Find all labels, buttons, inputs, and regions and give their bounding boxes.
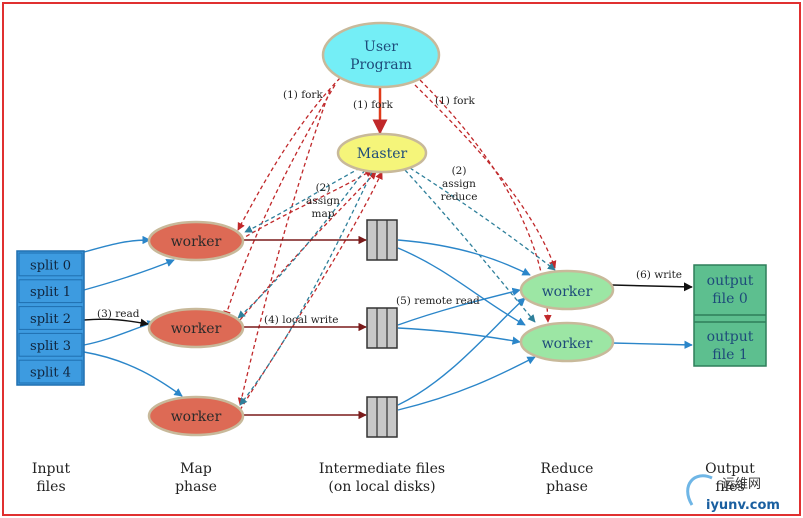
watermark-domain: iyunv.com — [706, 498, 780, 513]
input-split-label: split 3 — [30, 339, 71, 354]
assign-reduce-label-3: reduce — [441, 191, 478, 203]
phase-intermediate-2: (on local disks) — [328, 479, 435, 495]
watermark-logo-icon — [686, 474, 713, 506]
fork-label-left: (1) fork — [283, 89, 323, 101]
phase-map-1: Map — [180, 461, 212, 477]
master-label: Master — [357, 146, 408, 162]
map-worker-2: worker — [147, 307, 245, 349]
user-program-label-2: Program — [350, 57, 412, 73]
write-label: (6) write — [636, 269, 682, 281]
output-file-1-label-1: output — [707, 329, 754, 345]
map-worker-3: worker — [147, 395, 245, 437]
write-arrow-file1 — [611, 340, 693, 350]
assign-map-label-2: assign — [306, 195, 340, 207]
intermediate-disk-3 — [366, 396, 398, 438]
output-file-0-label-1: output — [707, 273, 754, 289]
intermediate-disk-1 — [366, 219, 398, 261]
remote-read-label: (5) remote read — [396, 295, 480, 307]
input-split-3 — [18, 332, 83, 357]
phase-input-1: Input — [32, 461, 71, 477]
input-split-4 — [18, 359, 83, 384]
write-arrow — [611, 282, 693, 292]
output-file-1-label-2: file 1 — [712, 347, 747, 363]
assign-map-label-3: map — [312, 208, 335, 220]
input-split-1 — [18, 279, 83, 304]
input-split-label: split 0 — [30, 258, 71, 273]
assign-arrows — [237, 167, 556, 406]
watermark: 运维网 iyunv.com — [686, 474, 780, 513]
local-write-arrows — [243, 235, 367, 420]
map-worker-label: worker — [171, 234, 222, 250]
map-worker-1: worker — [147, 220, 245, 262]
user-program-label-1: User — [364, 39, 398, 55]
remote-read-arrows — [397, 239, 536, 411]
assign-reduce-label-1: (2) — [452, 165, 467, 177]
reduce-worker-label: worker — [542, 336, 593, 352]
phase-reduce-1: Reduce — [541, 461, 594, 477]
input-split-label: split 1 — [30, 285, 71, 300]
phase-map-2: phase — [175, 479, 217, 495]
reduce-worker-2: worker — [519, 321, 615, 363]
assign-reduce-label-2: assign — [442, 178, 476, 190]
map-worker-label: worker — [171, 321, 222, 337]
input-split-label: split 2 — [30, 312, 71, 327]
read-label: (3) read — [97, 308, 140, 320]
fork-label-center: (1) fork — [353, 99, 393, 111]
input-split-0 — [18, 252, 83, 277]
phase-reduce-2: phase — [546, 479, 588, 495]
output-files: output file 0 output file 1 — [693, 264, 767, 367]
phase-intermediate-1: Intermediate files — [319, 461, 445, 477]
reduce-worker-1: worker — [519, 269, 615, 311]
output-file-0-label-2: file 0 — [712, 291, 747, 307]
read-arrow — [83, 318, 149, 327]
map-worker-label: worker — [171, 409, 222, 425]
phase-output-1: Output — [705, 461, 755, 477]
assign-map-label-1: (2) — [316, 182, 331, 194]
input-files: split 0 split 1 split 2 split 3 split 4 — [16, 250, 85, 386]
fork-label-right: (1) fork — [435, 95, 475, 107]
phase-labels: Input files Map phase Intermediate files… — [32, 461, 755, 495]
user-program-node: User Program — [321, 21, 441, 89]
edge-labels: (1) fork (1) fork (1) fork (2) assign ma… — [97, 89, 682, 326]
local-write-label: (4) local write — [264, 314, 339, 326]
input-split-2 — [18, 306, 83, 330]
phase-output-2: files — [715, 479, 744, 495]
master-node: Master — [336, 132, 428, 174]
phase-input-2: files — [36, 479, 65, 495]
reduce-worker-label: worker — [542, 284, 593, 300]
intermediate-disk-2 — [366, 307, 398, 349]
input-split-label: split 4 — [30, 366, 71, 381]
watermark-site: 运维网 — [722, 477, 761, 492]
